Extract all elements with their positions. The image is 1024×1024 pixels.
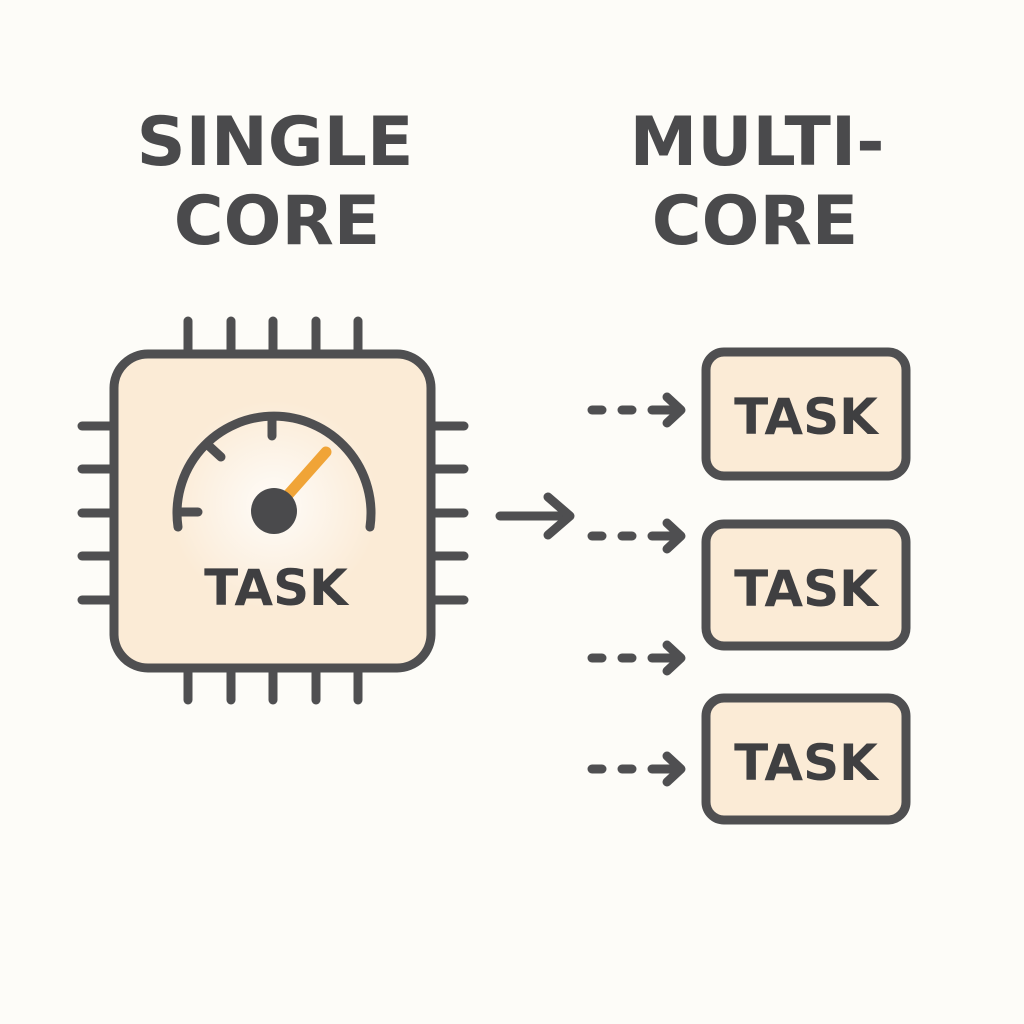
chip-pins-left (77, 421, 117, 605)
dashed-arrow-icon (587, 751, 686, 787)
multi-core-heading-line-1: MULTI- (630, 103, 885, 182)
dashed-arrow-icon (587, 640, 686, 676)
multi-core-heading-line-2: CORE (652, 182, 859, 261)
dashed-arrow-icon (587, 392, 686, 428)
speedometer-gauge-icon (169, 400, 379, 610)
chip-pins-bottom (183, 665, 363, 705)
dashed-arrow-icon (587, 518, 686, 554)
task-box-label: TASK (734, 734, 880, 792)
single-core-heading-line-2: CORE (174, 182, 381, 261)
task-box: TASK (701, 693, 911, 825)
chip-pins-right (428, 421, 469, 605)
gauge-needle (281, 446, 332, 502)
task-box-label: TASK (734, 388, 880, 446)
single-core-heading-line-1: SINGLE (137, 103, 414, 182)
task-box: TASK (701, 347, 911, 481)
chip-task-label: TASK (204, 559, 350, 617)
chip-pins-top (183, 316, 363, 357)
task-box: TASK (701, 519, 911, 651)
dashed-arrows (587, 392, 686, 787)
gauge-hub (251, 488, 297, 534)
single-core-heading: SINGLE CORE (137, 103, 414, 261)
arrow-right-icon (495, 492, 575, 540)
task-box-label: TASK (734, 560, 880, 618)
multi-core-heading: MULTI- CORE (630, 103, 885, 261)
